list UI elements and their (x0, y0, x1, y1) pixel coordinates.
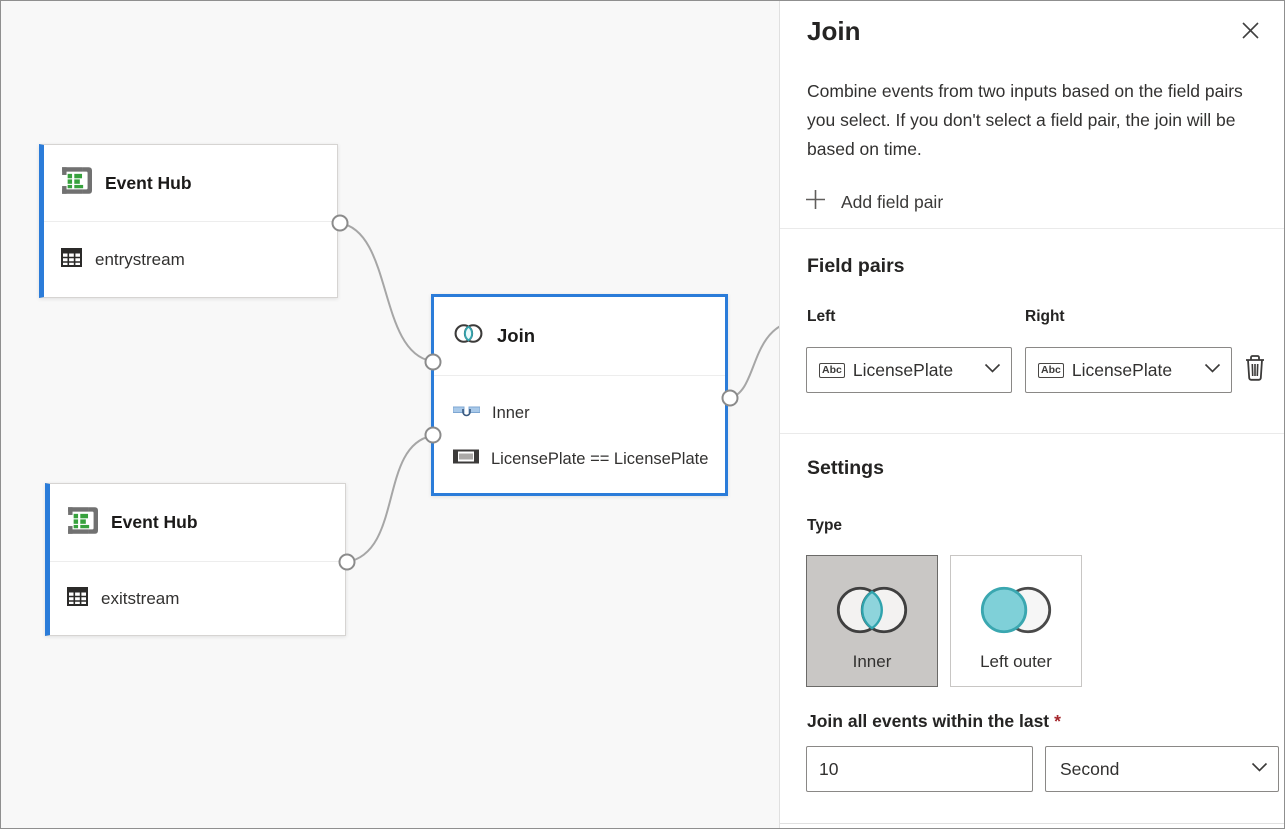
chevron-down-icon (984, 361, 1001, 379)
chevron-down-icon (1251, 760, 1268, 778)
plus-icon (805, 189, 826, 215)
node-stream-name: exitstream (101, 589, 180, 608)
inner-join-icon (452, 404, 481, 423)
join-type-option-label: Inner (852, 652, 892, 671)
node-stream-name: entrystream (95, 250, 185, 269)
node-title: Event Hub (111, 512, 198, 532)
add-field-pair-button[interactable]: Add field pair (805, 189, 943, 215)
join-type-option-label: Left outer (980, 652, 1052, 671)
right-field-value: LicensePlate (1071, 359, 1173, 380)
trash-icon (1243, 355, 1267, 385)
node-event-hub-exit[interactable]: Event Hub exitstream (45, 483, 346, 636)
join-type-label: Type (807, 517, 843, 534)
join-type-option-left-outer[interactable]: Left outer (950, 555, 1082, 687)
settings-heading: Settings (807, 457, 884, 479)
join-type-value: Inner (492, 403, 530, 422)
left-field-value: LicensePlate (852, 359, 954, 380)
join-condition: LicensePlate == LicensePlate (491, 449, 709, 468)
venn-left-outer-icon (980, 585, 1052, 640)
join-config-panel: Join Combine events from two inputs base… (779, 1, 1284, 828)
table-icon (67, 587, 88, 611)
right-field-dropdown[interactable]: Abc LicensePlate (1025, 347, 1232, 393)
event-hub-icon (67, 506, 98, 539)
chevron-down-icon (1204, 361, 1221, 379)
field-type-abc-badge: Abc (1038, 362, 1064, 378)
join-venn-icon (453, 322, 484, 350)
link-exit-to-join (346, 435, 432, 563)
diagram-canvas[interactable]: Event Hub entrystream (1, 1, 780, 828)
close-icon (1239, 19, 1262, 45)
field-pairs-heading: Field pairs (807, 255, 905, 277)
link-join-output (729, 325, 780, 399)
divider (780, 433, 1284, 434)
divider (780, 823, 1284, 824)
node-title: Join (497, 325, 536, 346)
panel-title: Join (807, 16, 861, 46)
duration-value-input[interactable] (806, 746, 1033, 792)
close-button[interactable] (1236, 18, 1264, 46)
right-field-label: Right (1025, 308, 1065, 325)
panel-description: Combine events from two inputs based on … (807, 81, 1243, 159)
divider (780, 228, 1284, 229)
license-plate-icon (453, 448, 479, 470)
table-icon (61, 248, 82, 272)
node-event-hub-entry[interactable]: Event Hub entrystream (39, 144, 338, 298)
required-marker: * (1054, 711, 1061, 731)
duration-unit-value: Second (1060, 758, 1120, 779)
duration-label: Join all events within the last* (807, 711, 1061, 731)
field-type-abc-badge: Abc (819, 362, 845, 378)
duration-unit-dropdown[interactable]: Second (1045, 746, 1279, 792)
add-field-pair-label: Add field pair (841, 191, 944, 212)
venn-inner-icon (836, 585, 908, 640)
delete-field-pair-button[interactable] (1240, 351, 1270, 387)
left-field-label: Left (807, 308, 836, 325)
link-entry-to-join (339, 222, 432, 362)
event-hub-icon (61, 167, 92, 199)
node-join[interactable]: Join Inner (431, 294, 728, 496)
left-field-dropdown[interactable]: Abc LicensePlate (806, 347, 1012, 393)
node-title: Event Hub (105, 172, 192, 193)
join-type-option-inner[interactable]: Inner (806, 555, 938, 687)
